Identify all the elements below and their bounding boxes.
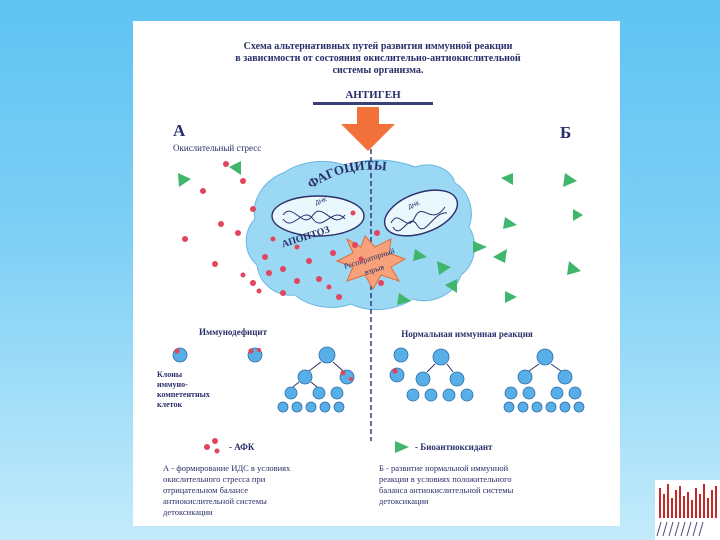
legend-afk-label: - АФК [229,442,255,452]
antigen-label: АНТИГЕН [345,89,401,101]
right-normal-cells [390,348,408,382]
caption-b-line-3: баланса антиокислительной системы [379,485,514,495]
immunodeficiency-label: Иммунодефицит [199,327,268,337]
caption-a-line-5: детоксикации [163,507,213,517]
phagocyte-cell [246,160,474,310]
clones-label-4: клеток [157,400,182,409]
legend-bioantioxidant: - Биоантиоксидант [395,441,493,453]
legend-bioantioxidant-label: - Биоантиоксидант [415,442,493,452]
side-b-letter: Б [560,123,571,142]
right-clone-tree-1 [407,349,473,401]
side-a-letter: А [173,121,186,140]
caption-b-line-4: детоксикации [379,496,429,506]
normal-response-label: Нормальная иммунная реакция [401,329,533,339]
caption-b-line-1: Б - развитие нормальной иммунной [379,463,509,473]
immune-diagram: Схема альтернативных путей развития имму… [133,21,620,526]
title-line-1: Схема альтернативных путей развития имму… [244,41,513,52]
clones-label-3: компетентных [157,390,210,399]
clones-label-1: Клоны [157,370,183,379]
antigen-arrow [341,107,395,151]
caption-a-line-1: А - формирование ИДС в условиях [163,463,291,473]
caption-a-line-3: отрицательном балансе [163,485,248,495]
left-clone-tree [278,347,354,412]
right-clone-tree-2 [504,349,584,412]
antigen-bar [313,102,433,105]
title-line-3: системы организма. [333,65,424,76]
slide-card: Схема альтернативных путей развития имму… [133,21,620,526]
caption-a-line-4: антиокислительной системы [163,496,267,506]
caption-a-line-2: окислительного стресса при [163,474,266,484]
caption-b-line-2: реакции в условиях положительного [379,474,512,484]
decorative-bars [655,480,720,540]
immunodeficient-cells [173,348,262,362]
legend-afk: - АФК [204,438,255,454]
clones-label-2: иммуно- [157,380,188,389]
title-line-2: в зависимости от состояния окислительно-… [235,53,521,64]
side-a-subtitle: Окислительный стресс [173,143,261,153]
